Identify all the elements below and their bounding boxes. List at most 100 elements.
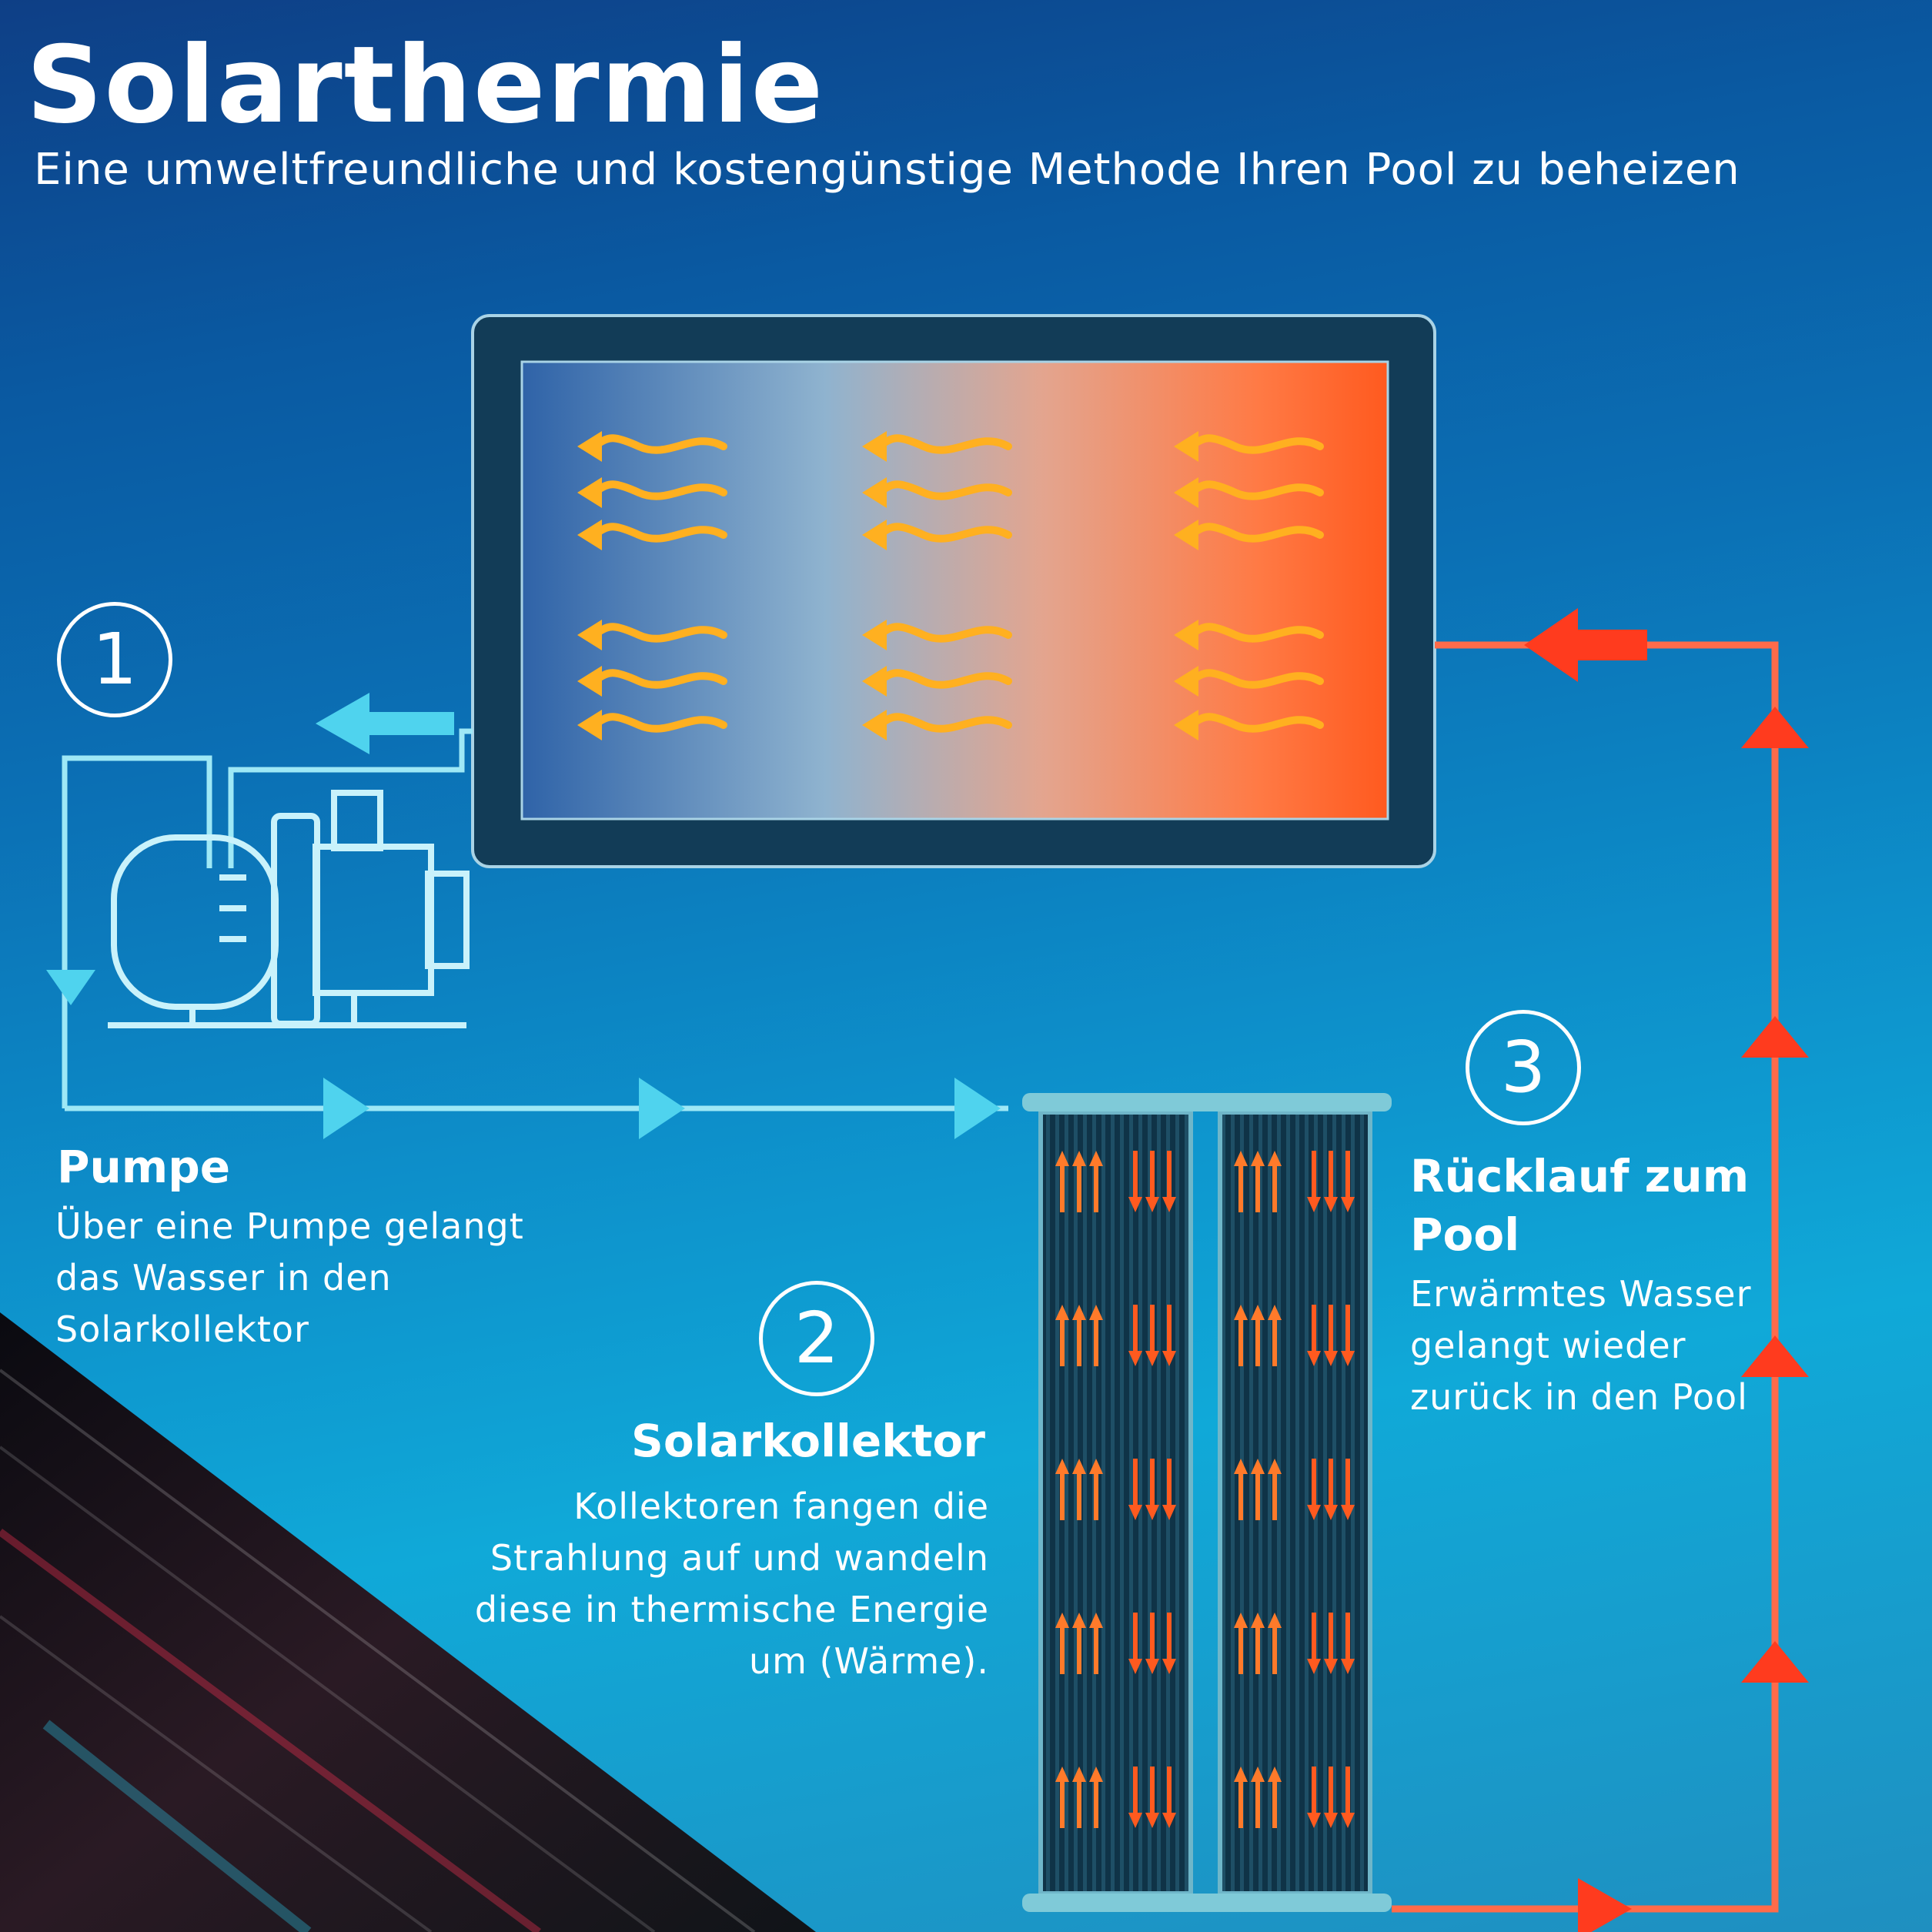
down-flow-arrow xyxy=(1341,1767,1355,1828)
heat-wave-arrow xyxy=(589,480,727,500)
up-flow-arrow xyxy=(1089,1613,1103,1674)
down-flow-arrow xyxy=(1341,1613,1355,1674)
down-flow-arrow xyxy=(1128,1305,1142,1366)
corner-photo xyxy=(0,1312,816,1932)
up-flow-arrow xyxy=(1234,1767,1248,1828)
heat-wave-arrowhead xyxy=(577,431,602,462)
hot-flow-arrows xyxy=(1524,608,1809,1932)
heat-wave-arrow xyxy=(874,713,1012,733)
down-flow-arrow xyxy=(1128,1613,1142,1674)
heat-wave-arrowhead xyxy=(1174,620,1198,650)
up-flow-arrow xyxy=(1234,1305,1248,1366)
up-flow-arrow xyxy=(1251,1459,1265,1520)
up-flow-arrow xyxy=(1055,1151,1069,1212)
down-flow-arrow xyxy=(1324,1305,1338,1366)
up-flow-arrow xyxy=(1234,1613,1248,1674)
down-flow-arrow xyxy=(1162,1613,1176,1674)
up-flow-arrow xyxy=(1234,1459,1248,1520)
pump-heading: Pumpe xyxy=(57,1141,231,1193)
down-flow-arrow xyxy=(1162,1767,1176,1828)
up-flow-arrow xyxy=(1055,1459,1069,1520)
down-flow-arrow xyxy=(1341,1151,1355,1212)
heat-wave-arrow xyxy=(874,523,1012,543)
heat-wave-arrow xyxy=(589,434,727,454)
down-flow-arrow xyxy=(1145,1305,1159,1366)
down-flow-arrow xyxy=(1128,1767,1142,1828)
down-flow-arrow xyxy=(1162,1305,1176,1366)
up-flow-arrow xyxy=(1072,1305,1086,1366)
heat-wave-arrowhead xyxy=(862,520,887,550)
heat-wave-arrowhead xyxy=(577,620,602,650)
up-flow-arrow xyxy=(1251,1305,1265,1366)
return-heading: Rücklauf zum Pool xyxy=(1410,1150,1750,1261)
heat-wave-arrow xyxy=(874,434,1012,454)
down-flow-arrow xyxy=(1307,1151,1321,1212)
step-number-2: 2 xyxy=(759,1281,874,1396)
down-flow-arrow xyxy=(1162,1151,1176,1212)
down-flow-arrow xyxy=(1341,1305,1355,1366)
up-flow-arrow xyxy=(1234,1151,1248,1212)
up-flow-arrow xyxy=(1089,1767,1103,1828)
down-flow-arrow xyxy=(1128,1151,1142,1212)
up-flow-arrow xyxy=(1072,1459,1086,1520)
return-description: Erwärmtes Wasser gelangt wieder zurück i… xyxy=(1410,1273,1752,1418)
collector-heading: Solarkollektor xyxy=(631,1415,985,1467)
up-flow-arrow xyxy=(1055,1767,1069,1828)
up-flow-arrow xyxy=(1268,1305,1282,1366)
down-flow-arrow xyxy=(1307,1459,1321,1520)
down-flow-arrow xyxy=(1128,1459,1142,1520)
cold-flow-arrows xyxy=(46,693,1001,1139)
pump-icon xyxy=(108,790,470,1028)
pool-panel xyxy=(471,314,1436,868)
collector-flow-arrows xyxy=(1055,1151,1355,1828)
heat-wave-arrow xyxy=(874,669,1012,689)
page-subtitle: Eine umweltfreundliche und kostengünstig… xyxy=(34,145,1740,195)
down-flow-arrow xyxy=(1307,1767,1321,1828)
pump-description: Über eine Pumpe gelangt das Wasser in de… xyxy=(55,1205,524,1350)
cold-pipes xyxy=(62,728,1008,1111)
heat-wave-arrow xyxy=(874,480,1012,500)
down-flow-arrow xyxy=(1162,1459,1176,1520)
heat-wave-arrowhead xyxy=(577,666,602,697)
heat-wave-arrowhead xyxy=(862,666,887,697)
up-flow-arrow xyxy=(1268,1459,1282,1520)
heat-wave-arrowhead xyxy=(1174,666,1198,697)
heat-wave-arrow xyxy=(1185,623,1324,643)
heat-wave-arrow xyxy=(589,713,727,733)
heat-wave-arrowhead xyxy=(577,710,602,740)
heat-wave-arrowhead xyxy=(1174,431,1198,462)
down-flow-arrow xyxy=(1307,1613,1321,1674)
heat-wave-arrowhead xyxy=(862,710,887,740)
page-title: Solarthermie xyxy=(26,23,825,147)
heat-wave-arrow xyxy=(1185,523,1324,543)
heat-wave-arrow xyxy=(589,623,727,643)
heat-wave-arrow xyxy=(1185,434,1324,454)
heat-wave-arrowhead xyxy=(577,477,602,508)
down-flow-arrow xyxy=(1324,1767,1338,1828)
up-flow-arrow xyxy=(1251,1613,1265,1674)
down-flow-arrow xyxy=(1307,1305,1321,1366)
up-flow-arrow xyxy=(1072,1151,1086,1212)
heat-wave-arrowhead xyxy=(862,620,887,650)
heat-wave-arrowhead xyxy=(862,477,887,508)
up-flow-arrow xyxy=(1089,1459,1103,1520)
up-flow-arrow xyxy=(1251,1151,1265,1212)
heat-wave-arrow xyxy=(874,623,1012,643)
up-flow-arrow xyxy=(1072,1767,1086,1828)
down-flow-arrow xyxy=(1145,1613,1159,1674)
down-flow-arrow xyxy=(1324,1613,1338,1674)
collector-description: Kollektoren fangen die Strahlung auf und… xyxy=(474,1486,989,1682)
heat-wave-arrow xyxy=(1185,480,1324,500)
heat-wave-arrow xyxy=(1185,713,1324,733)
up-flow-arrow xyxy=(1268,1151,1282,1212)
heat-wave-arrowhead xyxy=(1174,477,1198,508)
heat-wave-arrows xyxy=(577,431,1324,740)
step-number-1: 1 xyxy=(57,602,172,717)
down-flow-arrow xyxy=(1145,1459,1159,1520)
up-flow-arrow xyxy=(1055,1613,1069,1674)
down-flow-arrow xyxy=(1145,1151,1159,1212)
up-flow-arrow xyxy=(1251,1767,1265,1828)
up-flow-arrow xyxy=(1072,1613,1086,1674)
